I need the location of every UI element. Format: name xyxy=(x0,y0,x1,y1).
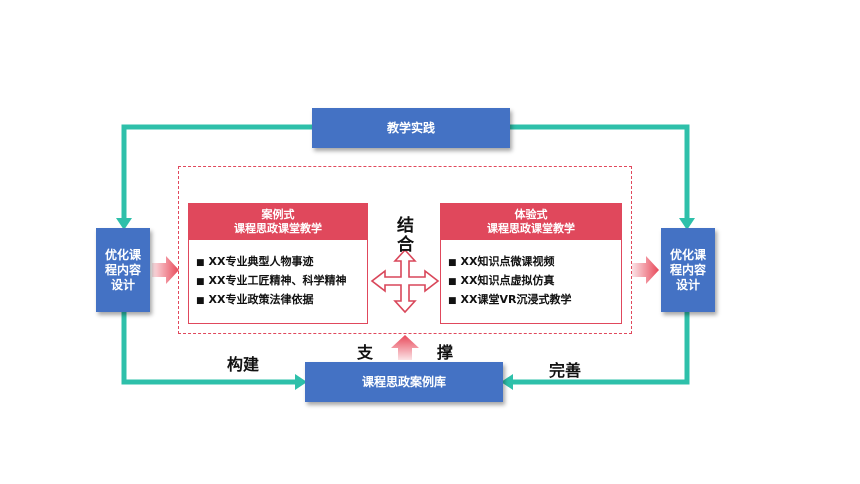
combine-label-1: 结 xyxy=(397,216,414,236)
square-bullet-icon: ■ xyxy=(448,296,457,306)
list-item: ■XX知识点虚拟仿真 xyxy=(448,272,621,291)
case-library-box: 课程思政案例库 xyxy=(305,362,503,402)
case-teaching-title-1: 案例式 xyxy=(261,207,295,221)
dashed-frame xyxy=(178,166,632,334)
square-bullet-icon: ■ xyxy=(448,277,457,287)
square-bullet-icon: ■ xyxy=(196,296,205,306)
optimize-course-box-right: 优化课 程内容 设计 xyxy=(661,228,715,312)
list-item-text: XX专业典型人物事迹 xyxy=(208,255,314,268)
list-item: ■XX知识点微课视频 xyxy=(448,253,621,272)
list-item-text: XX课堂VR沉浸式教学 xyxy=(460,293,572,306)
combine-label-2: 合 xyxy=(397,235,414,255)
experience-teaching-title-1: 体验式 xyxy=(514,207,548,221)
connector-bottom-left xyxy=(121,312,297,385)
optimize-course-line-3: 设计 xyxy=(110,277,135,292)
case-teaching-list: ■XX专业典型人物事迹 ■XX专业工匠精神、科学精神 ■XX专业政策法律依据 xyxy=(188,240,368,324)
list-item: ■XX专业典型人物事迹 xyxy=(196,253,367,272)
pink-arrow-up xyxy=(391,335,419,360)
experience-teaching-title-2: 课程思政课堂教学 xyxy=(487,221,575,235)
arrowhead-into-bottom-box-right xyxy=(501,374,513,390)
support-label-1: 支 xyxy=(357,343,374,362)
arrowhead-into-left-box xyxy=(116,218,132,230)
build-label: 构建 xyxy=(227,355,260,374)
arrowhead-into-right-box xyxy=(679,218,695,230)
case-teaching-title-2: 课程思政课堂教学 xyxy=(234,221,322,235)
list-item: ■XX课堂VR沉浸式教学 xyxy=(448,291,621,310)
optimize-course-line-1: 优化课 xyxy=(104,247,141,262)
connector-bottom-right xyxy=(511,312,690,385)
list-item-text: XX专业政策法律依据 xyxy=(208,293,314,306)
pink-arrow-right xyxy=(632,256,659,284)
arrowhead-into-bottom-box-left xyxy=(295,374,307,390)
optimize-course-line-2: 程内容 xyxy=(669,262,706,277)
square-bullet-icon: ■ xyxy=(448,258,457,268)
pink-arrow-left xyxy=(152,256,179,284)
square-bullet-icon: ■ xyxy=(196,258,205,268)
list-item-text: XX知识点微课视频 xyxy=(460,255,555,268)
four-way-arrow-icon xyxy=(370,248,440,314)
list-item-text: XX知识点虚拟仿真 xyxy=(460,274,555,287)
case-teaching-header: 案例式 课程思政课堂教学 xyxy=(188,203,368,240)
teaching-practice-box: 教学实践 xyxy=(312,108,510,148)
teaching-practice-text: 教学实践 xyxy=(386,120,435,135)
square-bullet-icon: ■ xyxy=(196,277,205,287)
case-library-text: 课程思政案例库 xyxy=(361,374,446,389)
list-item-text: XX专业工匠精神、科学精神 xyxy=(208,274,347,287)
connector-top-right xyxy=(510,124,690,220)
connector-top-left xyxy=(121,124,312,220)
experience-teaching-header: 体验式 课程思政课堂教学 xyxy=(440,203,622,240)
improve-label: 完善 xyxy=(549,361,582,380)
optimize-course-line-1: 优化课 xyxy=(669,247,706,262)
list-item: ■XX专业政策法律依据 xyxy=(196,291,367,310)
optimize-course-line-2: 程内容 xyxy=(104,262,141,277)
experience-teaching-list: ■XX知识点微课视频 ■XX知识点虚拟仿真 ■XX课堂VR沉浸式教学 xyxy=(440,240,622,324)
optimize-course-line-3: 设计 xyxy=(675,277,700,292)
support-label-2: 撑 xyxy=(437,343,454,362)
list-item: ■XX专业工匠精神、科学精神 xyxy=(196,272,367,291)
optimize-course-box-left: 优化课 程内容 设计 xyxy=(96,228,150,312)
